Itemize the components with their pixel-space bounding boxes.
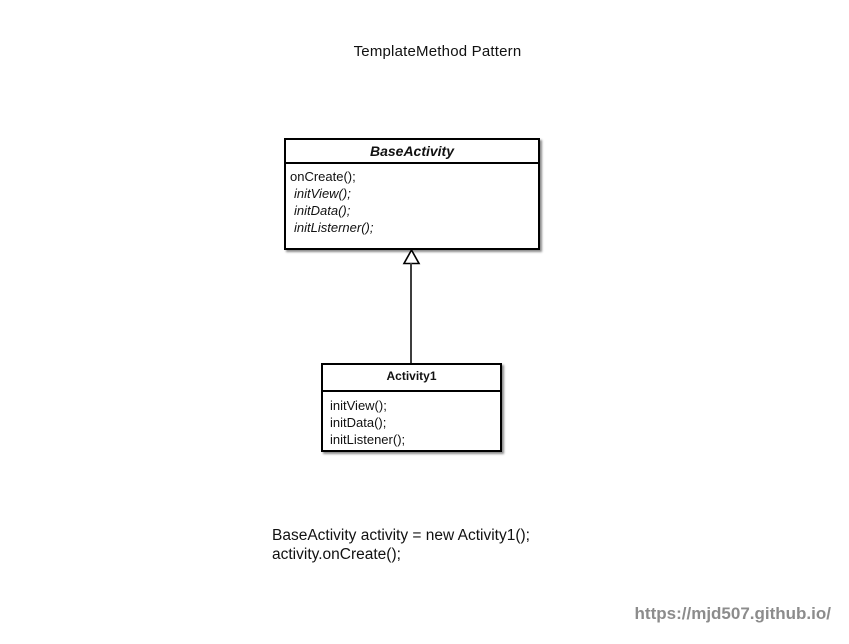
activity1-method-initview: initView(); <box>330 398 387 413</box>
code-line-2: activity.onCreate(); <box>272 546 401 563</box>
watermark-url: https://mjd507.github.io/ <box>634 604 831 623</box>
uml-class-box-baseactivity: BaseActivity onCreate(); initView(); ini… <box>284 138 540 250</box>
activity1-method-list: initView(); initData(); initListener(); <box>323 392 500 448</box>
code-line-1: BaseActivity activity = new Activity1(); <box>272 527 530 544</box>
baseactivity-method-initdata: initData(); <box>294 203 351 218</box>
activity1-method-initdata: initData(); <box>330 415 387 430</box>
diagram-title: TemplateMethod Pattern <box>353 43 522 60</box>
baseactivity-method-initview: initView(); <box>294 186 351 201</box>
inheritance-connector-line <box>410 263 412 363</box>
activity1-class-name: Activity1 <box>323 365 500 392</box>
activity1-method-initlistener: initListener(); <box>330 432 406 447</box>
baseactivity-method-initlisterner: initListerner(); <box>294 220 374 235</box>
baseactivity-method-oncreate: onCreate(); <box>290 169 356 184</box>
baseactivity-class-name: BaseActivity <box>286 140 538 164</box>
baseactivity-method-list: onCreate(); initView(); initData(); init… <box>286 164 538 236</box>
usage-code-snippet: BaseActivity activity = new Activity1();… <box>272 526 530 564</box>
uml-class-box-activity1: Activity1 initView(); initData(); initLi… <box>321 363 502 452</box>
